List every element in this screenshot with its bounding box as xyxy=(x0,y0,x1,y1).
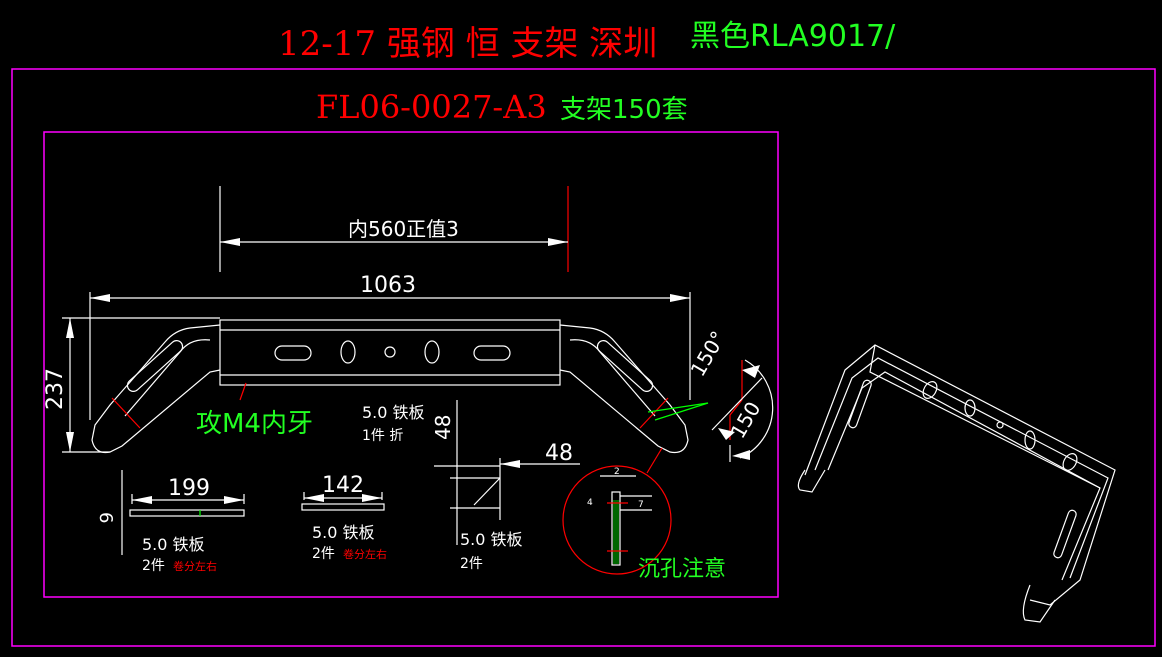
svg-text:2件: 2件 xyxy=(460,556,483,572)
svg-text:卷分左右: 卷分左右 xyxy=(343,547,387,561)
overall-width-dimension: 1063 xyxy=(89,273,691,420)
angle-side-label: 150 xyxy=(726,397,766,442)
outer-frame xyxy=(11,68,1156,647)
svg-text:沉孔注意: 沉孔注意 xyxy=(638,557,726,582)
svg-text:7: 7 xyxy=(638,500,644,510)
bracket-front-view xyxy=(91,319,709,454)
svg-text:199: 199 xyxy=(168,476,210,501)
countersink-detail: 2 4 7 沉孔注意 xyxy=(562,447,726,582)
svg-text:卷分左右: 卷分左右 xyxy=(173,559,217,573)
svg-text:5.0 铁板: 5.0 铁板 xyxy=(460,530,523,549)
color-note: 黑色RLA9017/ xyxy=(690,19,896,54)
height-dimension: 237 xyxy=(43,317,220,453)
part-number: FL06-0027-A3 xyxy=(316,88,547,126)
tap-note: 攻M4内牙 xyxy=(196,409,313,439)
bracket-isometric-view xyxy=(797,344,1116,623)
svg-text:5.0 铁板: 5.0 铁板 xyxy=(142,535,205,554)
angle-detail: 150 xyxy=(711,359,774,462)
inner-frame xyxy=(43,131,779,598)
drawing-title: 12-17 强钢 恒 支架 深圳 xyxy=(278,24,657,64)
quantity-note: 支架150套 xyxy=(560,95,688,125)
svg-text:4: 4 xyxy=(587,498,593,508)
svg-text:6: 6 xyxy=(95,512,116,523)
svg-text:2件: 2件 xyxy=(142,558,165,574)
svg-text:5.0 铁板: 5.0 铁板 xyxy=(312,523,375,542)
svg-text:237: 237 xyxy=(43,368,68,410)
tap-leader xyxy=(239,382,247,401)
strip-1-part: 199 6 5.0 铁板 2件 卷分左右 xyxy=(95,470,245,574)
main-material: 5.0 铁板 xyxy=(362,403,425,422)
svg-text:2件: 2件 xyxy=(312,546,335,562)
strip-2-part: 142 5.0 铁板 2件 卷分左右 xyxy=(301,473,387,562)
svg-text:142: 142 xyxy=(322,473,364,498)
svg-text:1063: 1063 xyxy=(360,273,416,298)
svg-text:48: 48 xyxy=(431,415,455,440)
angle-top-label: 150° xyxy=(686,327,731,381)
angle-part: 48 48 5.0 铁板 2件 xyxy=(431,400,580,572)
main-qty: 1件 折 xyxy=(362,428,403,444)
inner-span-dimension: 内560正值3 xyxy=(219,186,569,272)
svg-text:48: 48 xyxy=(545,441,573,466)
svg-text:2: 2 xyxy=(614,467,620,477)
svg-text:内560正值3: 内560正值3 xyxy=(348,217,459,241)
